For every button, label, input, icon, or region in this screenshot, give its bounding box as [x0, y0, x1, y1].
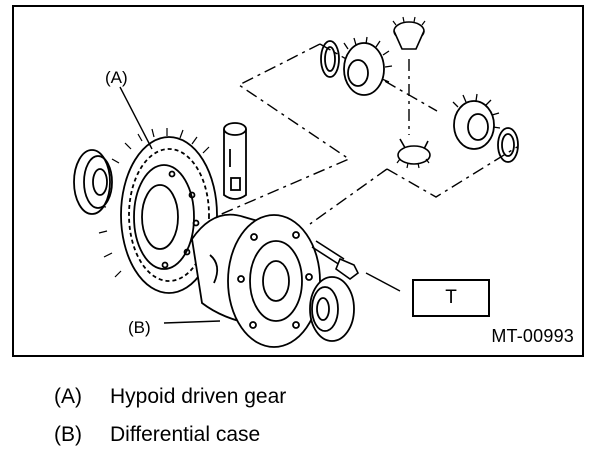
hypoid-driven-gear — [97, 128, 218, 294]
callout-a-label: (A) — [105, 68, 128, 87]
legend-item-a: (A) Hypoid driven gear — [54, 386, 286, 407]
upper-washer — [320, 40, 340, 78]
differential-illustration — [73, 16, 519, 348]
right-bearing — [309, 276, 355, 342]
exploded-diagram: (A) (B) T MT-00993 — [12, 5, 584, 357]
legend-text: Hypoid driven gear — [110, 385, 287, 408]
upper-side-gear — [343, 36, 393, 96]
torque-symbol-box: T — [412, 279, 490, 317]
callout-b-label: (B) — [128, 318, 151, 337]
legend-key: (B) — [54, 423, 82, 446]
lower-pinion-gear — [396, 138, 431, 169]
right-side-gear — [452, 93, 501, 150]
torque-symbol: T — [445, 287, 457, 308]
left-bearing — [73, 149, 113, 215]
upper-pinion-gear — [392, 16, 426, 50]
bolt — [311, 240, 360, 280]
pinion-shaft — [223, 122, 247, 200]
leader-lines — [119, 86, 401, 324]
legend-item-b: (B) Differential case — [54, 424, 260, 445]
differential-case — [191, 213, 321, 348]
legend-text: Differential case — [110, 423, 261, 446]
figure-code: MT-00993 — [491, 326, 574, 346]
legend-key: (A) — [54, 385, 82, 408]
right-washer — [497, 127, 519, 163]
